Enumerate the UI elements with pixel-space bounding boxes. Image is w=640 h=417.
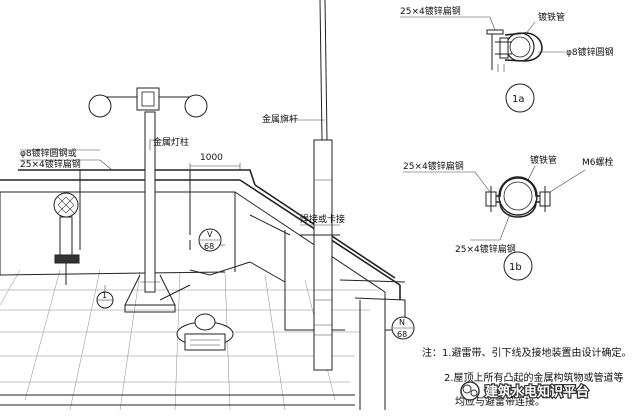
watermark-text: 建筑水电知识平台	[485, 384, 589, 400]
callout-v-number: 68	[204, 242, 214, 251]
detail-1a: 25×4镀锌扁钢 镀铁管 φ8镀锌圆钢 1a	[400, 5, 614, 113]
detail-callout-v68: V 68	[198, 228, 222, 252]
detail-1b-flat-steel-left: 25×4镀锌扁钢	[403, 160, 464, 172]
watermark: 建筑水电知识平台	[460, 381, 590, 401]
detail-1b-flat-steel-bottom: 25×4镀锌扁钢	[455, 243, 516, 255]
note-line-3: 均应与避雷带连接。	[455, 395, 545, 408]
detail-1a-flat-steel: 25×4镀锌扁钢	[400, 5, 461, 17]
label-weld-or-clamp: 焊接或卡接	[300, 213, 345, 225]
label-round-or-flat: φ8镀锌圆钢或	[20, 147, 77, 159]
detail-callout-1: 1	[96, 291, 114, 309]
note-line-1: 注：1.避雷带、引下线及接地装置由设计确定。	[422, 346, 632, 359]
label-dim-1000: 1000	[200, 153, 223, 163]
lamp-post	[88, 87, 208, 313]
note-line-2: 2.屋顶上所有凸起的金属构筑物或管道等	[444, 371, 624, 384]
detail-1a-iron-pipe: 镀铁管	[538, 11, 565, 23]
detail-1b-bolt: M6螺栓	[582, 156, 614, 168]
callout-v-letter: V	[207, 230, 213, 239]
callout-n-number: 68	[397, 330, 407, 339]
callout-1-number: 1	[102, 291, 107, 300]
notes-block: 注：1.避雷带、引下线及接地装置由设计确定。 2.屋顶上所有凸起的金属构筑物或管…	[422, 346, 632, 408]
label-flat-steel: 25×4镀锌扁钢	[20, 158, 81, 170]
flag-pole	[300, 0, 340, 371]
detail-1b-id: 1b	[509, 262, 522, 273]
detail-1b: 25×4镀锌扁钢 镀铁管 M6螺栓 25×4镀锌扁钢 1b	[403, 154, 614, 281]
detail-1a-round-steel: φ8镀锌圆钢	[566, 46, 614, 58]
roof-vent	[176, 313, 234, 351]
ground-pit	[53, 192, 80, 285]
label-metal-rod: 金属旗杆	[262, 113, 298, 125]
detail-1a-id: 1a	[512, 94, 525, 105]
label-metal-lamp: 金属灯柱	[153, 136, 189, 148]
leader-lines	[20, 119, 410, 331]
callout-n-letter: N	[399, 318, 405, 327]
detail-callout-n68: N 68	[391, 316, 415, 340]
detail-1b-iron-pipe: 镀铁管	[530, 154, 557, 166]
